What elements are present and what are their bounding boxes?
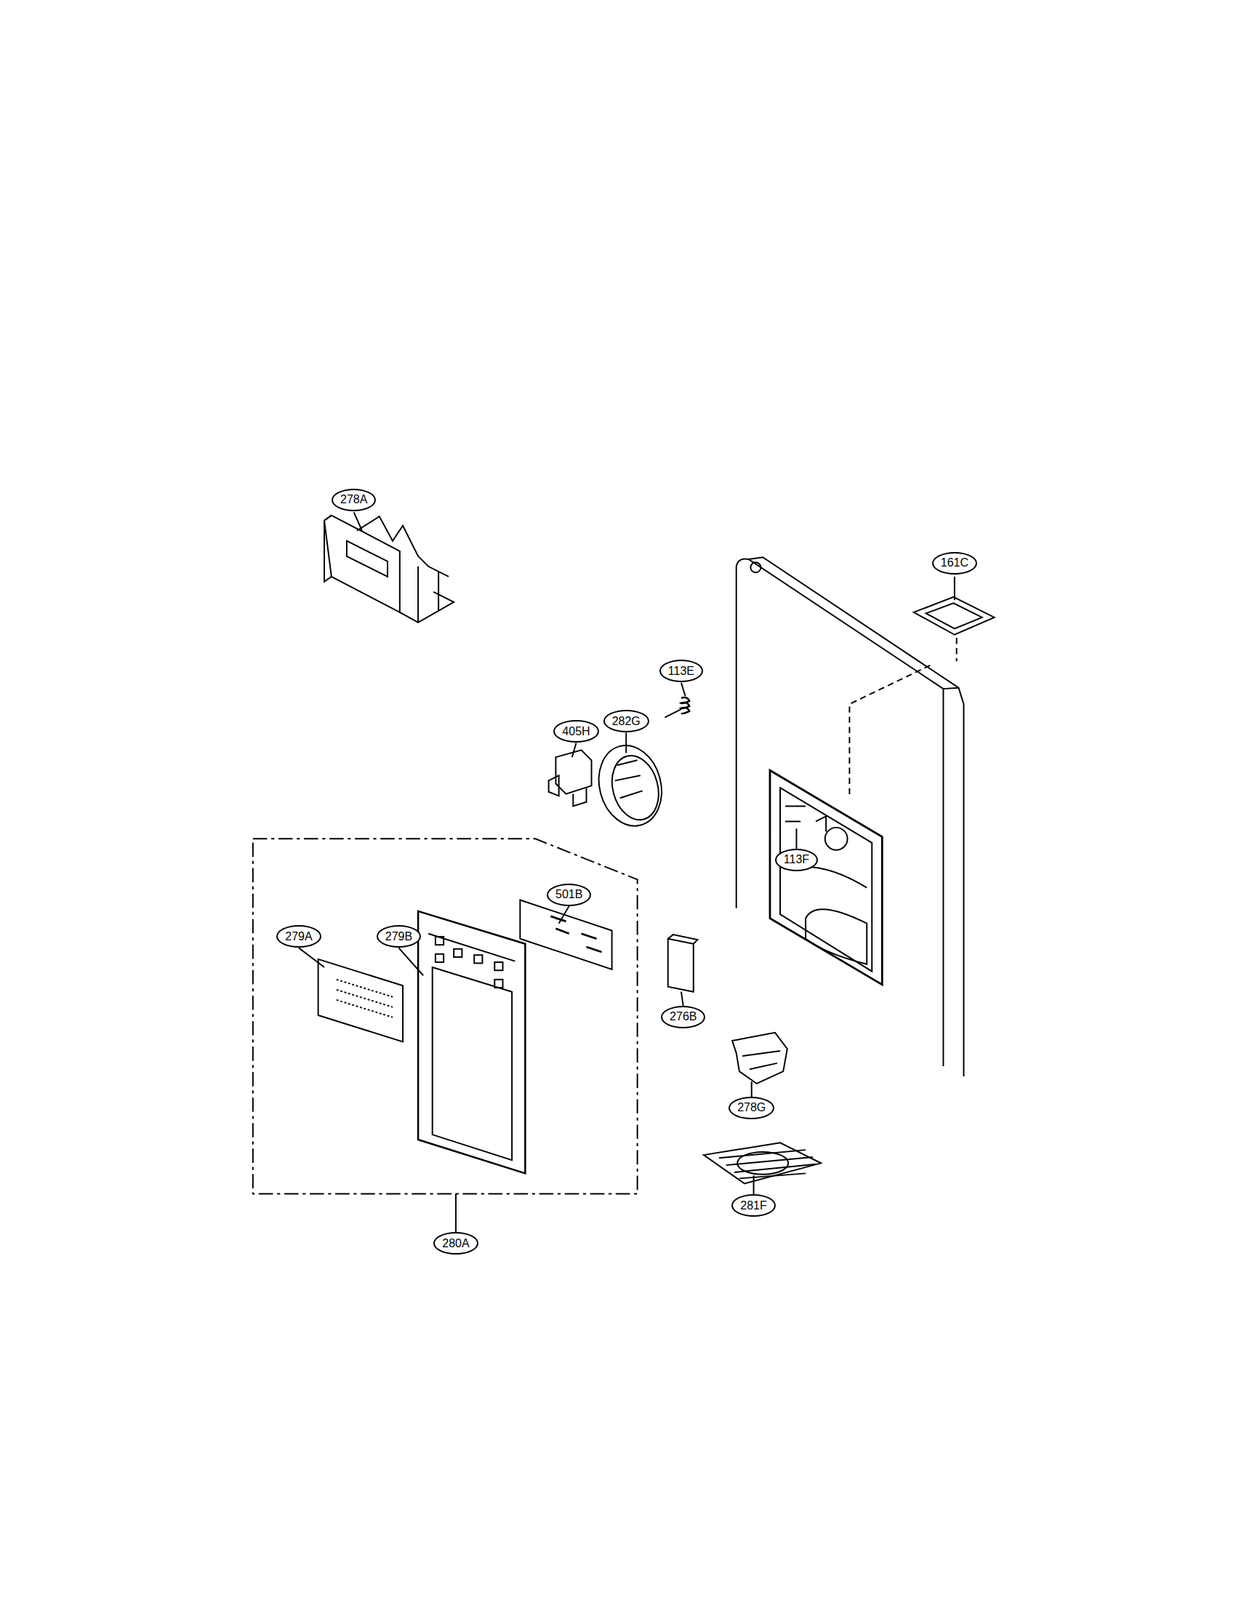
callout-number: 113F	[775, 848, 818, 872]
callout-number: 113E	[659, 659, 704, 682]
callout-number: 280A	[433, 1231, 478, 1255]
callout-number: 405H	[553, 719, 599, 743]
callout-number: 161C	[932, 551, 978, 575]
callout-number: 282G	[603, 709, 650, 733]
callout-number: 276B	[660, 1005, 706, 1029]
callout-number: 278G	[728, 1096, 775, 1119]
callout-number: 279B	[376, 924, 421, 948]
callout-number: 501B	[546, 883, 592, 906]
callout-number: 278A	[331, 488, 376, 512]
callout-number: 281F	[731, 1193, 776, 1217]
callout-number: 279A	[276, 924, 321, 948]
